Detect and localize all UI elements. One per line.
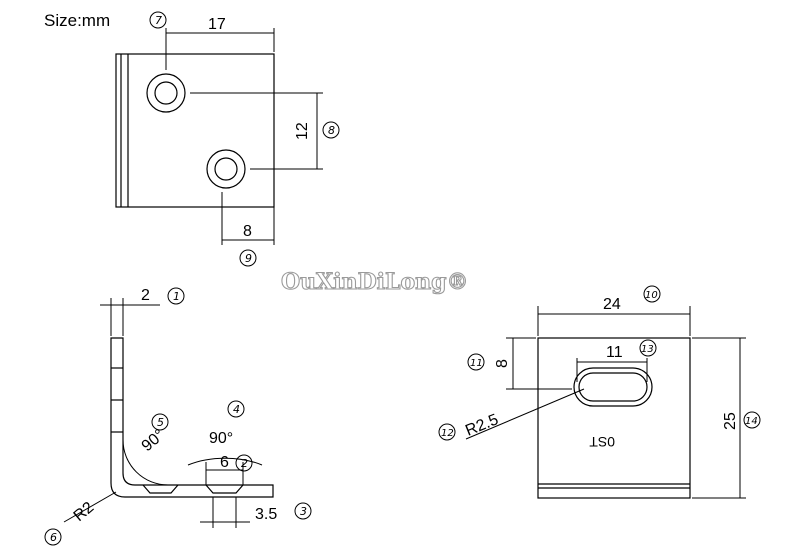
slot-radius-leader — [465, 388, 585, 440]
callout-3: 3 — [300, 505, 307, 518]
radius-leader — [63, 491, 117, 523]
callouts-top — [149, 11, 340, 267]
dim-front-width-label: 24 — [603, 296, 621, 313]
callout-5-circle — [151, 413, 169, 431]
dim-slot-offset-label: 8 — [494, 359, 511, 368]
callout-13: 13 — [641, 344, 654, 355]
dim-countersink-label: 6 — [220, 454, 229, 471]
callout-4: 4 — [233, 403, 240, 416]
angle-outer-arc — [187, 457, 263, 466]
radius-label: R2 — [71, 499, 98, 525]
callout-6: 6 — [50, 531, 57, 544]
dim-thickness-label: 2 — [141, 287, 150, 304]
top-hole-lower-outer — [206, 149, 246, 189]
top-hole-upper-inner — [154, 81, 178, 105]
slot-radius-label: R2.5 — [463, 411, 501, 439]
callout-6-circle — [44, 528, 62, 546]
front-view — [465, 306, 746, 499]
callout-11-circle — [467, 353, 485, 371]
top-view — [115, 28, 323, 245]
angle-outer-label: 90° — [209, 430, 233, 447]
callout-14-circle — [743, 411, 761, 429]
callout-2: 2 — [241, 457, 248, 470]
callout-11: 11 — [470, 358, 483, 369]
callout-10-circle — [643, 285, 661, 303]
countersink-left — [142, 484, 179, 494]
callouts-side — [44, 287, 312, 546]
callout-5: 5 — [157, 416, 164, 429]
top-hole-lower-inner — [214, 157, 238, 181]
size-unit-label: Size:mm — [44, 11, 111, 30]
callout-7: 7 — [155, 14, 162, 27]
callout-12-circle — [438, 423, 456, 441]
callout-10: 10 — [645, 290, 658, 301]
side-view-profile — [110, 337, 274, 498]
dim-front-height-label: 25 — [722, 412, 739, 430]
front-engraving: 0ST — [589, 434, 615, 450]
angle-inner-arc — [122, 439, 169, 486]
top-view-outline — [115, 53, 275, 208]
slot-outer — [573, 367, 653, 407]
callout-7-circle — [149, 11, 167, 29]
dim-width-label: 17 — [208, 16, 226, 33]
callout-14: 14 — [745, 416, 758, 427]
callout-1-circle — [167, 287, 185, 305]
angle-inner-label: 90° — [139, 426, 168, 455]
callout-8: 8 — [328, 124, 335, 137]
callout-13-circle — [639, 339, 657, 357]
slot-inner — [578, 372, 648, 402]
dim-hole-spacing-label: 12 — [294, 122, 311, 140]
callout-4-circle — [227, 400, 245, 418]
dim-slot-length-label: 11 — [606, 344, 623, 361]
callout-8-circle — [322, 121, 340, 139]
dim-hole-offset-label: 8 — [243, 223, 252, 240]
callout-3-circle — [294, 502, 312, 520]
top-hole-upper-outer — [146, 73, 186, 113]
callout-2-circle — [235, 454, 253, 472]
callout-12: 12 — [441, 428, 454, 439]
callout-9-circle — [239, 249, 257, 267]
callout-1: 1 — [173, 290, 180, 303]
brand-watermark: OuXinDiLong® — [281, 269, 469, 295]
front-view-outline — [537, 337, 691, 499]
dim-edge-label: 3.5 — [255, 506, 277, 523]
countersink-right — [205, 484, 244, 494]
side-view — [63, 298, 274, 528]
callouts-front — [438, 285, 761, 441]
callout-9: 9 — [245, 252, 252, 265]
